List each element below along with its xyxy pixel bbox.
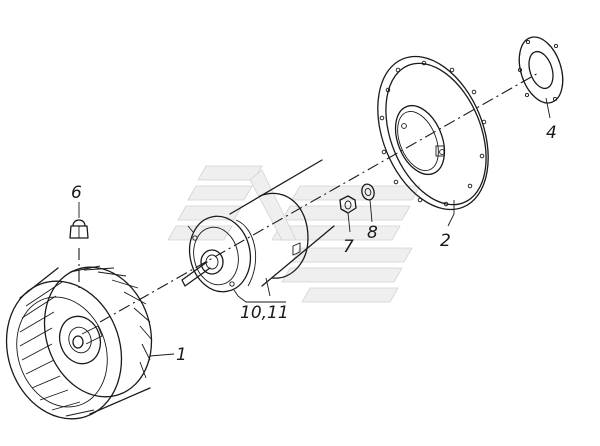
callout-label-motor: 10,11	[240, 303, 289, 323]
cap-nut-part	[69, 219, 89, 239]
callout-label-mounting-flange: 2	[440, 231, 451, 251]
fan-wheel-part	[5, 265, 153, 420]
callout-label-washer: 8	[367, 223, 378, 243]
motor-part	[181, 159, 335, 297]
callout-label-fan-wheel: 1	[176, 345, 187, 365]
mounting-flange-part	[377, 55, 489, 211]
callout-label-cap-nut: 6	[71, 183, 82, 203]
callout-label-nut: 7	[343, 237, 354, 257]
nut-part	[339, 195, 357, 214]
gasket-part	[517, 36, 564, 104]
stylized-logo-watermark-icon	[167, 165, 421, 303]
washer-part	[361, 183, 375, 201]
callout-label-gasket: 4	[546, 123, 557, 143]
leader-lines	[78, 97, 551, 357]
center-axis-line	[99, 71, 541, 323]
